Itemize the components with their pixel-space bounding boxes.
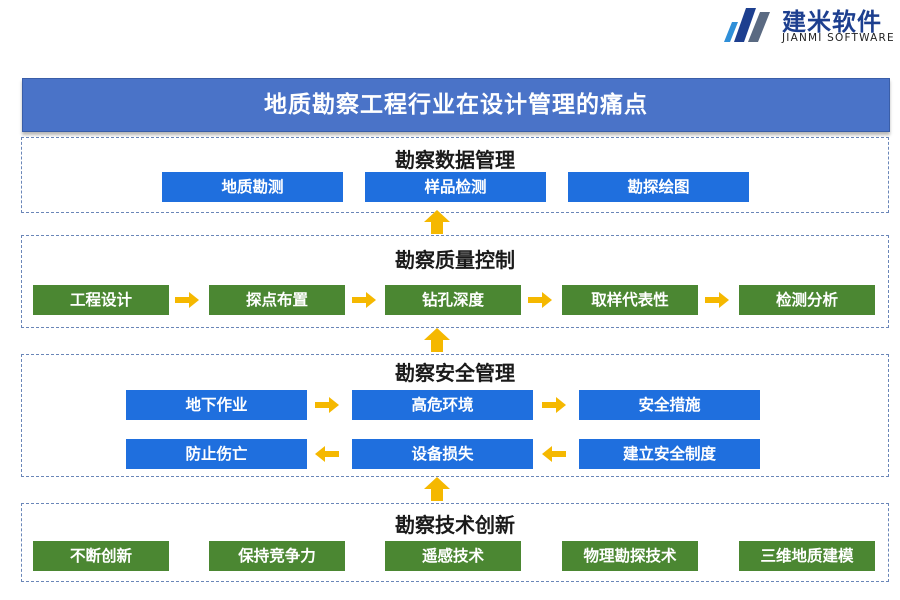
- arrow-right-icon: [352, 292, 376, 308]
- brand-logo: 建米软件 JIANMI SOFTWARE: [724, 2, 896, 46]
- item-3d-geological-modeling: 三维地质建模: [739, 541, 875, 571]
- arrow-up-icon: [424, 477, 450, 501]
- jianmi-logo-icon: [724, 8, 770, 42]
- arrow-right-icon: [705, 292, 729, 308]
- item-safety-measures: 安全措施: [579, 390, 760, 420]
- arrow-left-icon: [542, 446, 566, 462]
- section-tech-innovation: 勘察技术创新 不断创新 保持竞争力 遥感技术 物理勘探技术 三维地质建模: [21, 503, 889, 582]
- item-exploration-drawing: 勘探绘图: [568, 172, 749, 202]
- arrow-right-icon: [542, 397, 566, 413]
- section-safety-management: 勘察安全管理 地下作业 高危环境 安全措施 防止伤亡 设备损失 建立安全制度: [21, 354, 889, 477]
- item-geophysical-exploration: 物理勘探技术: [562, 541, 698, 571]
- section-title: 勘察质量控制: [395, 248, 515, 272]
- item-geological-survey: 地质勘测: [162, 172, 343, 202]
- item-engineering-design: 工程设计: [33, 285, 169, 315]
- item-underground-work: 地下作业: [126, 390, 307, 420]
- item-prevent-casualties: 防止伤亡: [126, 439, 307, 469]
- arrow-right-icon: [528, 292, 552, 308]
- arrow-up-icon: [424, 210, 450, 234]
- item-high-risk-environment: 高危环境: [352, 390, 533, 420]
- item-establish-safety-system: 建立安全制度: [579, 439, 760, 469]
- brand-name-en: JIANMI SOFTWARE: [782, 32, 895, 44]
- item-remote-sensing: 遥感技术: [385, 541, 521, 571]
- page-title: 地质勘察工程行业在设计管理的痛点: [22, 78, 890, 132]
- section-data-management: 勘察数据管理 地质勘测 样品检测 勘探绘图: [21, 137, 889, 213]
- arrow-right-icon: [175, 292, 199, 308]
- item-point-layout: 探点布置: [209, 285, 345, 315]
- section-title: 勘察技术创新: [395, 513, 515, 537]
- arrow-right-icon: [315, 397, 339, 413]
- item-continuous-innovation: 不断创新: [33, 541, 169, 571]
- item-sample-testing: 样品检测: [365, 172, 546, 202]
- item-maintain-competitiveness: 保持竞争力: [209, 541, 345, 571]
- item-drilling-depth: 钻孔深度: [385, 285, 521, 315]
- item-sampling-representativeness: 取样代表性: [562, 285, 698, 315]
- brand-name: 建米软件: [782, 8, 882, 36]
- item-testing-analysis: 检测分析: [739, 285, 875, 315]
- section-title: 勘察安全管理: [395, 361, 515, 385]
- section-title: 勘察数据管理: [395, 148, 515, 172]
- arrow-left-icon: [315, 446, 339, 462]
- arrow-up-icon: [424, 328, 450, 352]
- item-equipment-loss: 设备损失: [352, 439, 533, 469]
- section-quality-control: 勘察质量控制 工程设计 探点布置 钻孔深度 取样代表性 检测分析: [21, 235, 889, 328]
